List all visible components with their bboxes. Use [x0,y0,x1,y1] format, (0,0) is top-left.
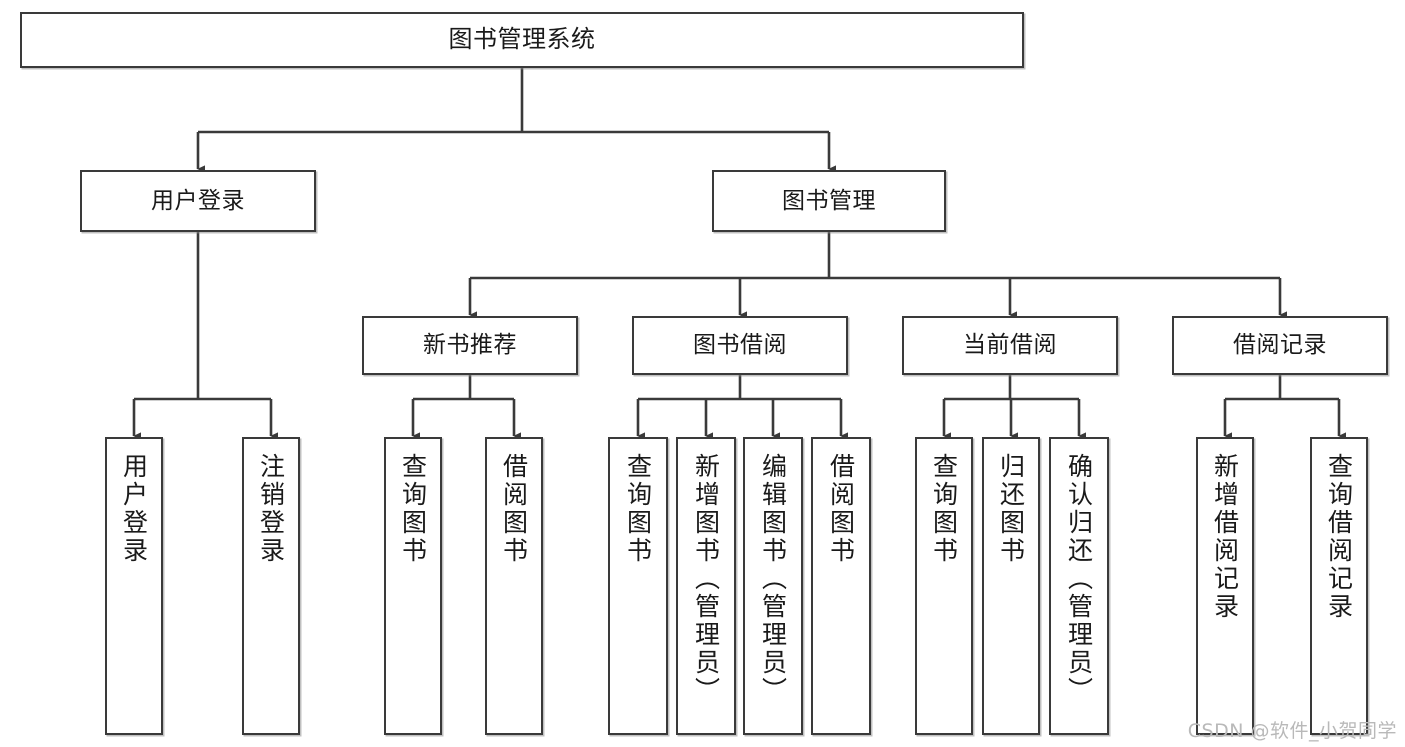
node-current-borrowing[interactable]: 当前借阅 [902,316,1118,375]
node-label: 归还图书 [996,453,1026,565]
node-label: 查询图书 [398,453,428,565]
leaf-query-book-current[interactable]: 查询图书 [915,437,973,735]
leaf-query-book-borrowing[interactable]: 查询图书 [608,437,668,735]
leaf-edit-book-admin[interactable]: 编辑图书（管理员） [743,437,803,735]
node-book-management[interactable]: 图书管理 [712,170,946,232]
node-label: 新书推荐 [423,332,517,359]
node-label: 确认归还（管理员） [1064,453,1094,705]
node-label: 当前借阅 [963,332,1057,359]
node-new-book-recommendation[interactable]: 新书推荐 [362,316,578,375]
node-label: 借阅记录 [1233,332,1327,359]
leaf-borrow-book-recommendation[interactable]: 借阅图书 [485,437,543,735]
node-label: 借阅图书 [826,453,856,565]
node-label: 图书管理 [782,187,876,214]
leaf-query-borrowing-record[interactable]: 查询借阅记录 [1310,437,1368,735]
node-label: 图书管理系统 [448,25,596,54]
node-label: 用户登录 [119,453,149,565]
watermark-credit: CSDN @软件_小贺同学 [1187,720,1397,742]
node-label: 查询图书 [929,453,959,565]
leaf-borrow-book[interactable]: 借阅图书 [811,437,871,735]
node-root-system[interactable]: 图书管理系统 [20,12,1024,68]
node-label: 图书借阅 [693,332,787,359]
node-label: 编辑图书（管理员） [758,453,788,705]
node-borrowing-records[interactable]: 借阅记录 [1172,316,1388,375]
node-user-login[interactable]: 用户登录 [80,170,316,232]
leaf-logout[interactable]: 注销登录 [242,437,300,735]
node-book-borrowing[interactable]: 图书借阅 [632,316,848,375]
leaf-query-book-recommendation[interactable]: 查询图书 [384,437,442,735]
leaf-add-book-admin[interactable]: 新增图书（管理员） [676,437,736,735]
leaf-user-login[interactable]: 用户登录 [105,437,163,735]
node-label: 用户登录 [151,187,245,214]
node-label: 查询借阅记录 [1324,453,1354,621]
node-label: 查询图书 [623,453,653,565]
node-label: 新增图书（管理员） [691,453,721,705]
leaf-add-borrowing-record[interactable]: 新增借阅记录 [1196,437,1254,735]
leaf-confirm-return-admin[interactable]: 确认归还（管理员） [1049,437,1109,735]
node-label: 借阅图书 [499,453,529,565]
node-label: 新增借阅记录 [1210,453,1240,621]
node-label: 注销登录 [256,453,286,565]
leaf-return-book[interactable]: 归还图书 [982,437,1040,735]
